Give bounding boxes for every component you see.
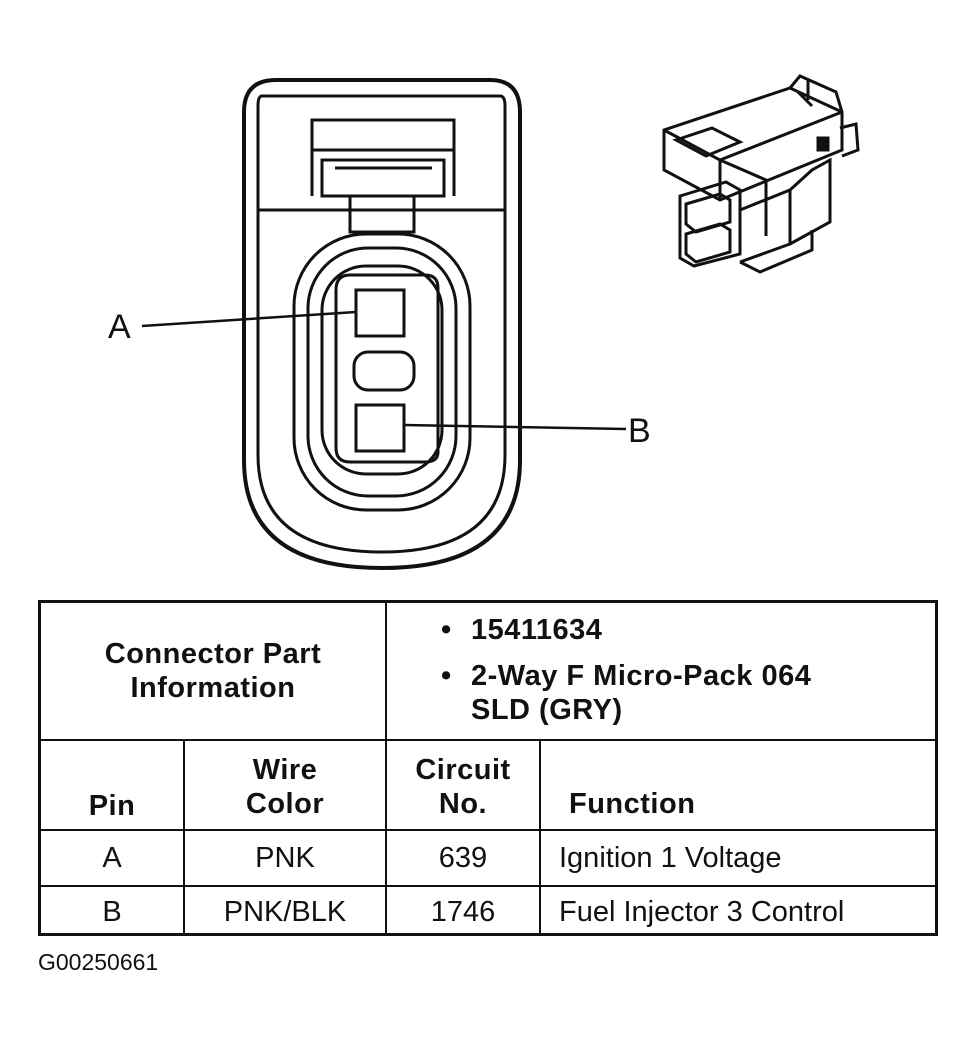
connector-description-item: • 2-Way F Micro-Pack 064 SLD (GRY) xyxy=(441,659,811,727)
row-b-pin: B xyxy=(102,896,122,928)
row-a-wire-color: PNK xyxy=(255,842,315,874)
pin-a-label: A xyxy=(108,308,131,346)
connector-isometric-icon xyxy=(662,74,860,274)
header-circuit-no: Circuit No. xyxy=(387,753,539,821)
header-wire-color-line-1: Wire xyxy=(252,754,318,786)
part-number: 15411634 xyxy=(471,614,603,646)
row-a-pin: A xyxy=(102,842,122,874)
row-b-circuit-no: 1746 xyxy=(430,896,496,928)
row-b-function: Fuel Injector 3 Control xyxy=(559,896,845,928)
part-number-item: • 15411634 xyxy=(441,613,602,647)
figure-id-caption: G00250661 xyxy=(38,949,159,975)
part-info-label-line-2: Information xyxy=(130,672,296,704)
header-circuit-no-line-2: No. xyxy=(438,788,488,820)
header-pin: Pin xyxy=(88,790,136,822)
row-a-circuit-no: 639 xyxy=(438,842,488,874)
row-b-wire-color: PNK/BLK xyxy=(223,896,347,928)
header-function: Function xyxy=(569,788,696,820)
connector-description: 2-Way F Micro-Pack 064 SLD (GRY) xyxy=(471,659,811,727)
bullet-icon: • xyxy=(441,660,452,692)
connector-info-table: Connector Part Information • 15411634 • … xyxy=(38,600,938,936)
header-wire-color-line-2: Color xyxy=(245,788,325,820)
pin-b-label: B xyxy=(628,412,651,450)
part-info-label-line-1: Connector Part xyxy=(104,638,322,670)
connector-description-line-2: SLD (GRY) xyxy=(471,694,623,726)
header-circuit-no-line-1: Circuit xyxy=(415,754,511,786)
connector-description-line-1: 2-Way F Micro-Pack 064 xyxy=(471,660,812,692)
part-info-label: Connector Part Information xyxy=(41,637,385,705)
row-a-function: Ignition 1 Voltage xyxy=(559,842,782,874)
connector-face-drawing xyxy=(141,74,860,571)
header-wire-color: Wire Color xyxy=(185,753,385,821)
bullet-icon: • xyxy=(441,614,452,646)
connector-diagram: A B xyxy=(108,74,860,571)
